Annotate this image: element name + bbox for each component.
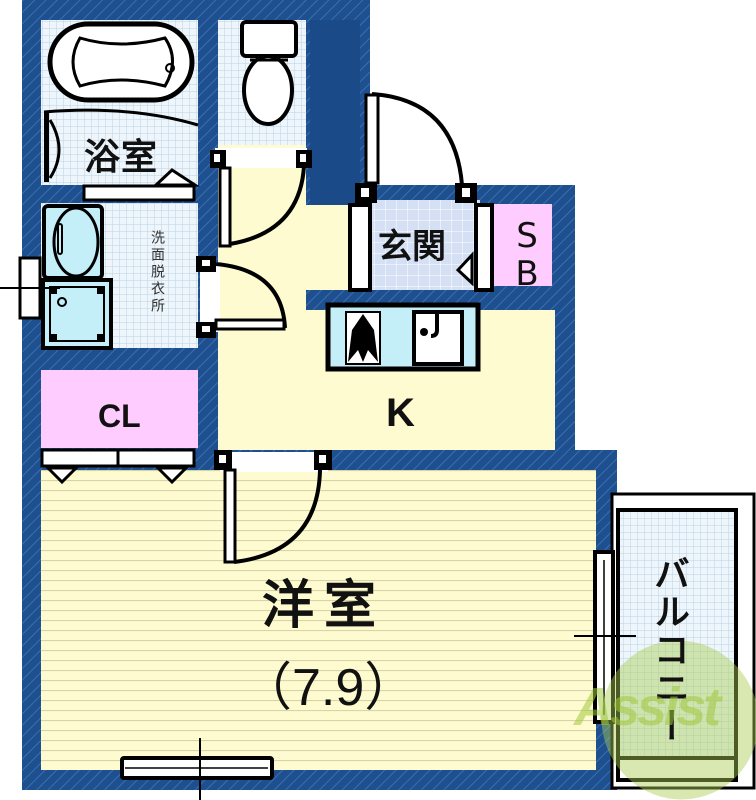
toilet-icon — [240, 20, 298, 126]
bathtub-icon — [47, 21, 195, 103]
entrance-panel-left — [348, 203, 372, 292]
front-door[interactable] — [355, 92, 477, 203]
bottom-window[interactable] — [120, 738, 274, 800]
bath-door[interactable] — [82, 184, 196, 202]
bath-door-arc — [43, 108, 199, 127]
closet-door[interactable] — [40, 448, 196, 485]
shoebox-label: SB — [507, 216, 547, 292]
balcony-window[interactable] — [574, 550, 636, 724]
washbasin-icon — [42, 204, 104, 280]
balcony-label: バルコニー — [648, 555, 689, 745]
western-room-size: （7.9） — [240, 659, 417, 717]
watermark-text: Assist — [574, 677, 721, 737]
shoebox-floor — [492, 204, 552, 286]
closet-label: CL — [98, 398, 141, 434]
western-room-label: 洋室 — [262, 576, 387, 636]
toilet-door[interactable] — [210, 148, 312, 248]
entrance-panel-right — [474, 203, 494, 292]
watermark-logo — [601, 640, 756, 800]
stove-icon — [348, 314, 378, 362]
western-room-floor — [41, 470, 596, 770]
washroom-door[interactable] — [196, 256, 287, 338]
closet-floor — [41, 370, 198, 448]
kitchen-floor — [218, 145, 555, 450]
left-window — [0, 256, 60, 320]
bathroom-label: 浴室 — [84, 137, 159, 178]
washroom-label: 洗面脱衣所 — [149, 230, 165, 315]
washing-machine-icon — [41, 278, 113, 350]
entrance-label: 玄関 — [378, 227, 446, 267]
balcony — [610, 492, 756, 790]
kitchen-counter — [325, 302, 481, 372]
kitchen-label: K — [386, 391, 415, 435]
western-room-door[interactable] — [214, 450, 332, 564]
